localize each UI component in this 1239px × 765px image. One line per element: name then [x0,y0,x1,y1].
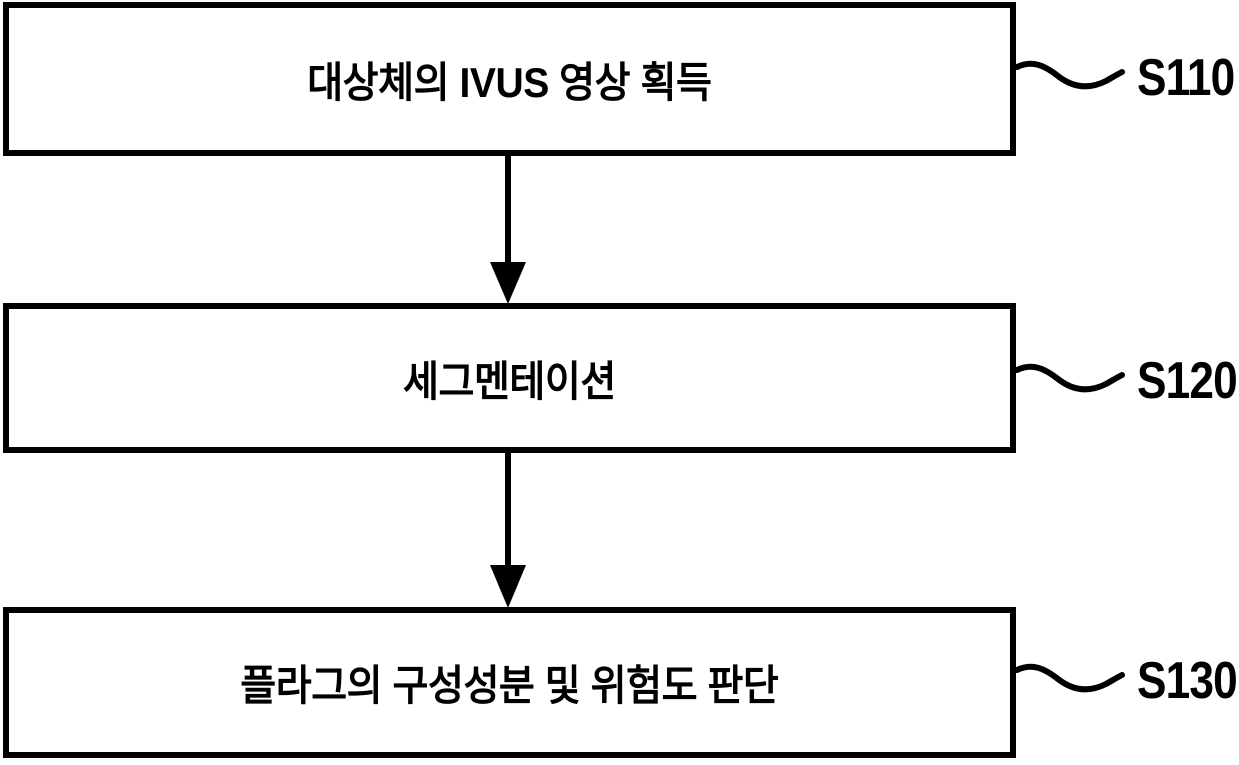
connector-arrow-s120-s130 [470,453,550,610]
reference-leader-s130 [1010,648,1130,708]
squiggle-leader-icon [1014,663,1125,693]
process-box-s120[interactable]: 세그멘테이션 [3,303,1016,453]
reference-leader-s110 [1010,45,1130,105]
process-box-s130-label: 플라그의 구성성분 및 위험도 판단 [240,662,779,709]
process-box-s120-label: 세그멘테이션 [403,357,616,405]
reference-number-s130: S130 [1137,652,1238,710]
connector-arrow-s110-s120 [470,156,550,306]
arrow-down-icon [490,453,526,608]
process-box-s130[interactable]: 플라그의 구성성분 및 위험도 판단 [3,607,1016,758]
process-box-s110[interactable]: 대상체의 IVUS 영상 획득 [3,2,1016,156]
reference-leader-s120 [1010,348,1130,408]
reference-number-s120: S120 [1137,352,1238,410]
reference-number-s110: S110 [1137,49,1235,107]
process-box-s110-label: 대상체의 IVUS 영상 획득 [307,58,712,106]
arrow-down-icon [490,156,526,304]
squiggle-leader-icon [1014,363,1125,393]
squiggle-leader-icon [1014,60,1125,90]
